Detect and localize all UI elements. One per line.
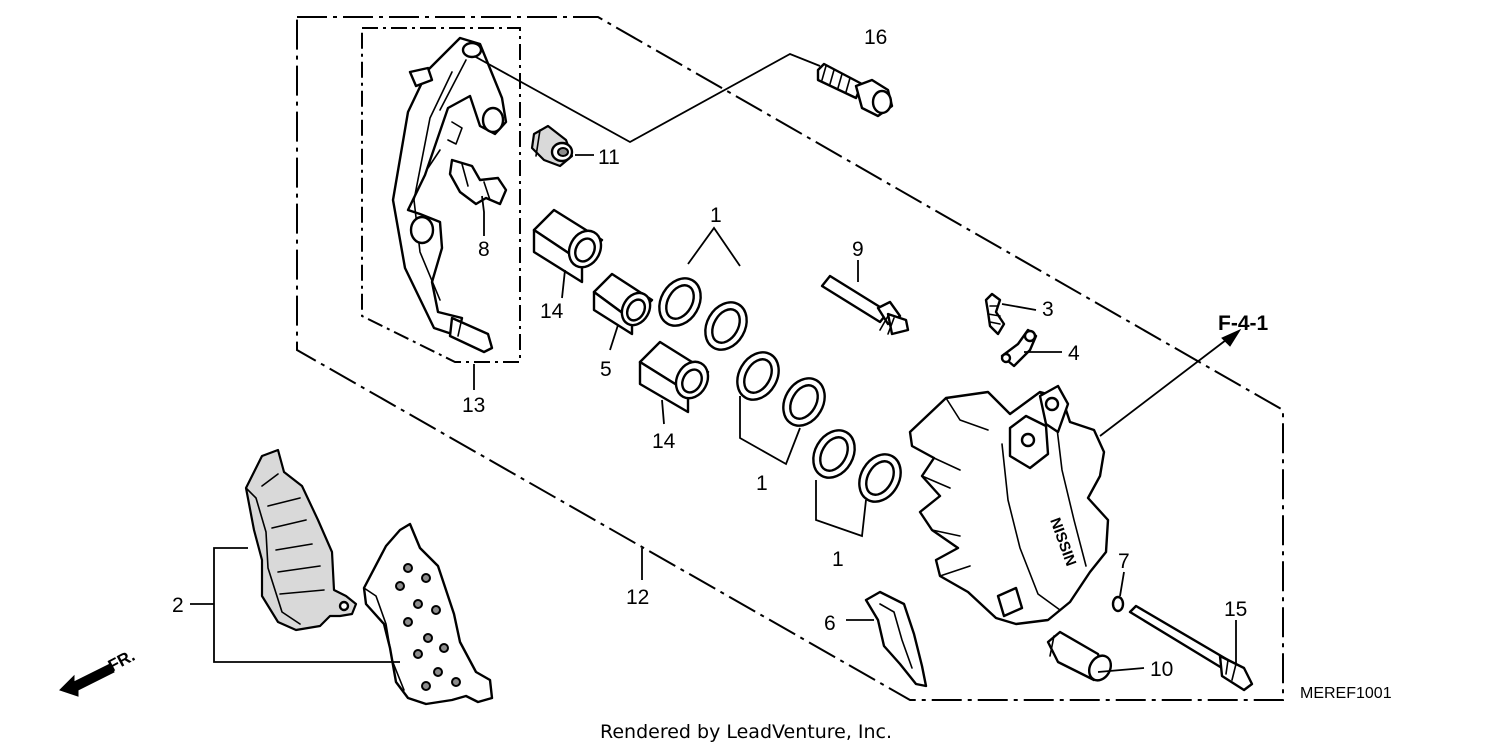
callout-8: 8 [478,238,490,261]
callout-1-middle: 1 [756,472,768,495]
credit-line: Rendered by LeadVenture, Inc. [600,721,892,743]
callout-14-upper: 14 [540,300,564,323]
callout-9: 9 [852,238,864,261]
leader-lines [190,53,1237,673]
caliper-body[interactable]: NISSIN [908,384,1110,626]
callout-1-lower: 1 [832,548,844,571]
callout-3: 3 [1042,298,1054,321]
pin-plug[interactable] [1046,630,1115,684]
callout-7: 7 [1118,550,1130,573]
callout-12: 12 [626,586,649,609]
callout-labels: 1 1 1 2 3 4 5 6 7 8 9 10 11 12 13 14 14 … [172,26,1247,681]
callout-6: 6 [824,612,836,635]
piston-lower[interactable] [638,340,714,414]
boot[interactable] [530,124,574,168]
reference-label[interactable]: F-4-1 [1218,312,1268,335]
callout-11: 11 [598,146,620,169]
callout-1-upper: 1 [710,204,722,227]
brake-pad-front[interactable] [362,522,494,706]
seal-kit-upper[interactable] [651,271,755,357]
seal-kit-middle[interactable] [729,345,833,433]
callout-2: 2 [172,594,184,617]
brake-pad-rear[interactable] [244,448,358,632]
front-direction-marker: FR. [59,646,138,697]
piston-upper[interactable] [532,208,607,284]
callout-15: 15 [1224,598,1247,621]
diagram-code: MEREF1001 [1300,685,1392,702]
callout-13: 13 [462,394,485,417]
bleeder-cap[interactable] [1000,328,1038,368]
pad-retainer-clip[interactable] [427,121,508,206]
front-arrow-icon [59,663,115,697]
callout-14-lower: 14 [652,430,676,453]
callout-5: 5 [600,358,612,381]
callout-10: 10 [1150,658,1173,681]
bolt[interactable] [816,62,894,118]
reference-arrowhead [1221,328,1242,347]
caliper-pin[interactable] [820,274,910,336]
piston-small[interactable] [592,272,656,336]
bracket-assembly-boundary [361,27,521,363]
pad-spring[interactable] [864,590,928,688]
callout-4: 4 [1068,342,1080,365]
seal-kit-lower[interactable] [805,423,909,509]
caliper-bracket[interactable] [391,36,508,354]
callout-16: 16 [864,26,887,49]
bleeder-valve[interactable] [984,292,1006,336]
pad-pin[interactable] [1128,604,1254,692]
caliper-assembly-boundary [296,16,1284,701]
sealing-washer[interactable] [1111,595,1125,613]
